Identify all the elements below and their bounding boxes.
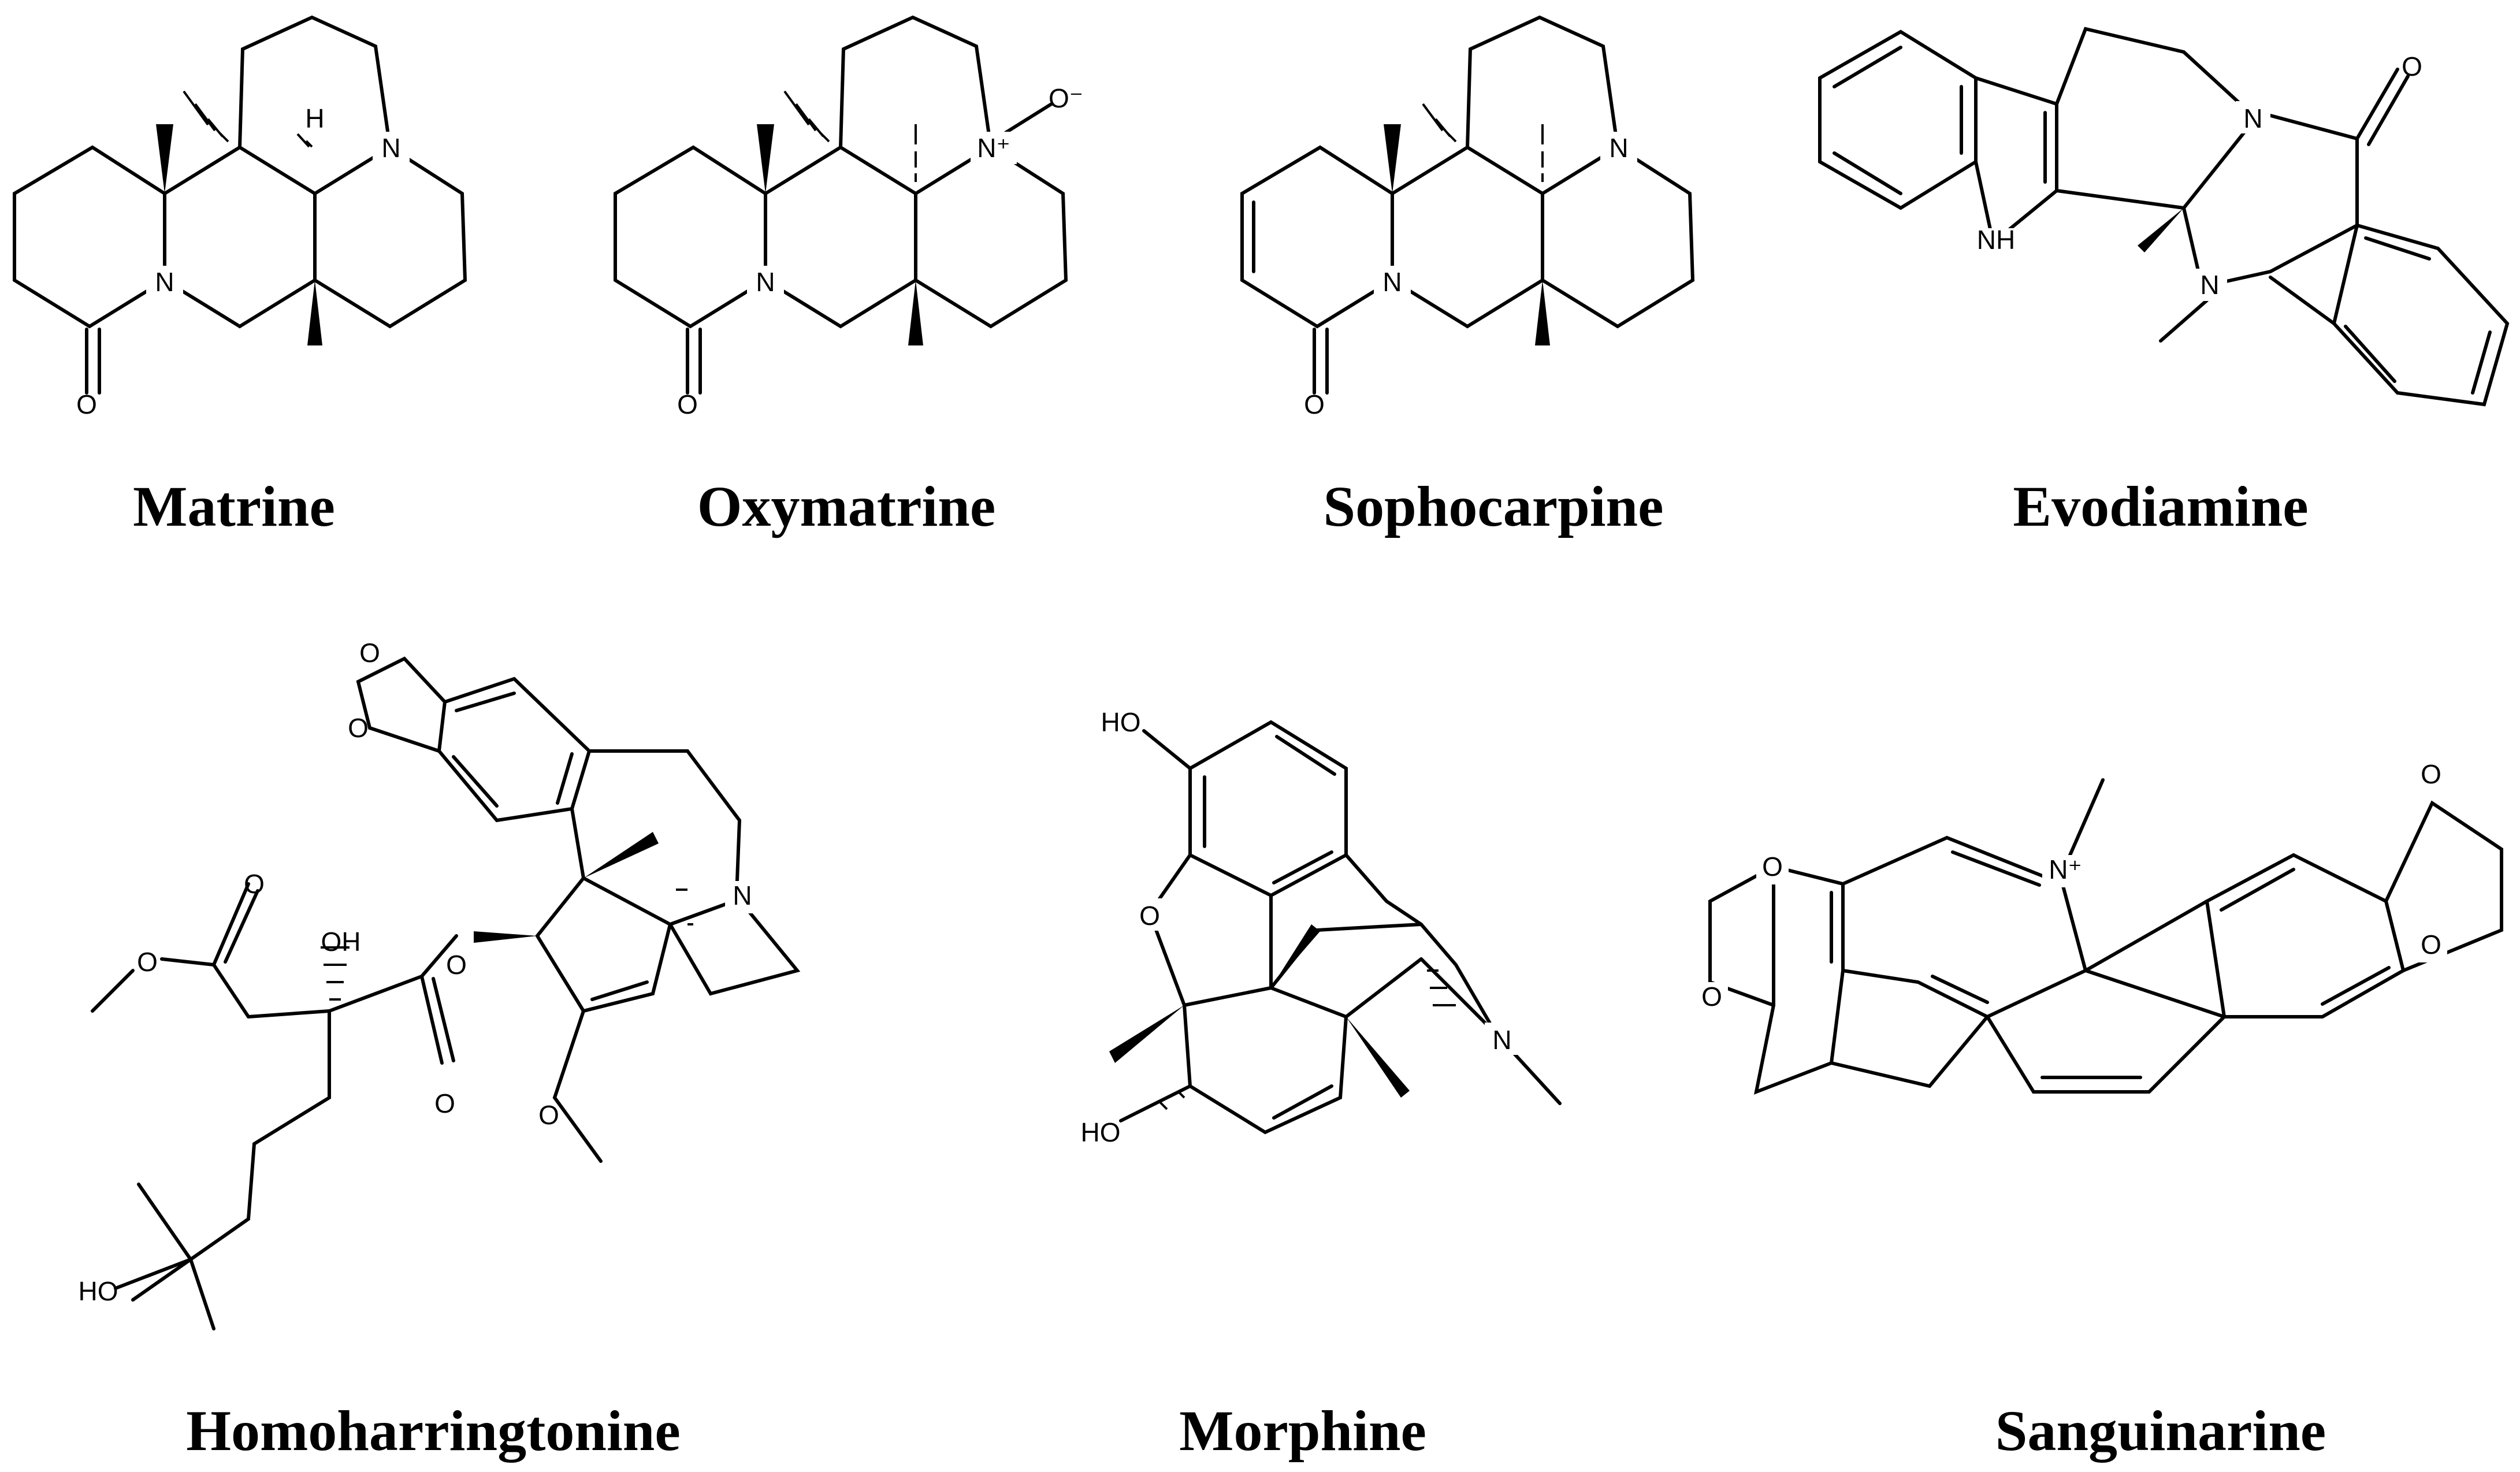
compound-name-homoharringtonine: Homoharringtonine <box>186 1399 681 1463</box>
morphine-ho-phenol-label: HO <box>1101 707 1141 737</box>
structure-morphine: N O HO HO Morphine <box>1081 707 1562 1463</box>
homoharringtonine-o2-label: O <box>348 713 369 743</box>
structure-evodiamine: N N O NH Evodiamine <box>1818 27 2510 538</box>
sanguinarine-o1-label: O <box>1762 852 1783 882</box>
compound-name-sophocarpine: Sophocarpine <box>1323 474 1663 538</box>
homoharringtonine-o-carbonyl-label: O <box>434 1088 455 1118</box>
compound-name-oxymatrine: Oxymatrine <box>697 474 996 538</box>
homoharringtonine-ho-label: HO <box>79 1276 118 1306</box>
morphine-n-label: N <box>1492 1025 1511 1055</box>
structure-homoharringtonine: N O O O O O O O OH HO Homoharringtonine <box>79 638 801 1463</box>
matrine-h-label: H <box>305 103 324 133</box>
evodiamine-n-methyl-label: N <box>2200 270 2219 300</box>
homoharringtonine-o1-label: O <box>359 638 380 668</box>
evodiamine-n-amide-label: N <box>2243 103 2262 133</box>
evodiamine-o-label: O <box>2402 51 2422 81</box>
sanguinarine-o2-label: O <box>1701 982 1722 1012</box>
sophocarpine-n1-label: N <box>1382 267 1402 297</box>
morphine-ho-alcohol-label: HO <box>1081 1117 1121 1147</box>
compound-name-matrine: Matrine <box>133 474 335 538</box>
compound-name-evodiamine: Evodiamine <box>2013 474 2308 538</box>
oxymatrine-n-plus-label: N⁺ <box>977 133 1010 163</box>
homoharringtonine-o-methoxy-label: O <box>538 1100 559 1130</box>
compound-name-sanguinarine: Sanguinarine <box>1995 1399 2326 1463</box>
structure-oxymatrine: N⁺ N O⁻ O Oxymatrine <box>614 15 1083 538</box>
sophocarpine-n2-label: N <box>1609 133 1628 163</box>
homoharringtonine-o-acyl-label: O <box>244 869 265 899</box>
matrine-n1-label: N <box>155 267 174 297</box>
homoharringtonine-o-ether-label: O <box>137 947 158 977</box>
sanguinarine-n-plus-label: N⁺ <box>2049 854 2082 884</box>
matrine-n2-label: N <box>381 133 400 163</box>
morphine-o-ether-label: O <box>1139 901 1160 931</box>
matrine-o-label: O <box>76 389 97 419</box>
structure-matrine: N N O H Matrine <box>13 15 467 538</box>
evodiamine-nh-label: NH <box>1977 225 2015 255</box>
structure-sanguinarine: N⁺ O O O O Sanguinarine <box>1696 759 2503 1463</box>
compound-name-morphine: Morphine <box>1179 1399 1426 1463</box>
homoharringtonine-o-ester-label: O <box>446 950 467 980</box>
sanguinarine-o3-label: O <box>2421 759 2441 789</box>
sophocarpine-o-label: O <box>1304 389 1325 419</box>
homoharringtonine-oh-label: OH <box>321 927 361 957</box>
oxymatrine-o-label: O <box>677 389 698 419</box>
sanguinarine-o4-label: O <box>2421 930 2441 960</box>
structure-sophocarpine: N N O Sophocarpine <box>1240 15 1695 538</box>
homoharringtonine-n-label: N <box>733 880 752 910</box>
oxymatrine-o-minus-label: O⁻ <box>1049 83 1083 113</box>
oxymatrine-n-label: N <box>756 267 775 297</box>
